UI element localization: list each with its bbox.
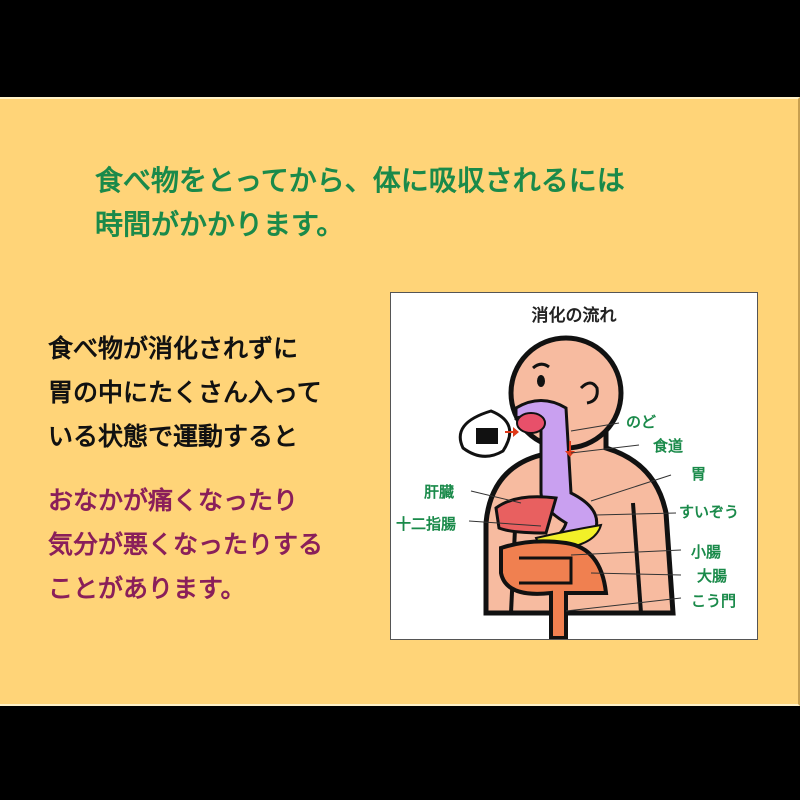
label-large-intestine: 大腸	[697, 567, 728, 585]
warning-line-3: ことがあります。	[48, 574, 246, 603]
warning-line-1: おなかが痛くなったり	[48, 486, 299, 515]
arrow-right-icon	[505, 427, 519, 437]
label-small-intestine: 小腸	[691, 543, 722, 561]
label-esophagus: 食道	[653, 437, 684, 455]
explanation-line-1: 食べ物が消化されずに	[48, 334, 299, 363]
label-throat: のど	[626, 413, 657, 431]
label-pancreas: すいぞう	[679, 503, 740, 521]
explanation-line-3: いる状態で運動すると	[48, 422, 299, 451]
explanation-text: 食べ物が消化されずに 胃の中にたくさん入って いる状態で運動すると	[48, 327, 322, 459]
label-duodenum: 十二指腸	[396, 515, 457, 533]
warning-line-2: 気分が悪くなったりする	[48, 530, 324, 559]
warning-text: おなかが痛くなったり 気分が悪くなったりする ことがあります。	[48, 479, 323, 611]
label-stomach: 胃	[691, 465, 707, 483]
diagram-title: 消化の流れ	[531, 306, 617, 326]
label-liver: 肝臓	[424, 483, 455, 501]
slide-title: 食べ物をとってから、体に吸収されるには 時間がかかります。	[95, 159, 625, 247]
nori-icon	[476, 428, 498, 444]
digestion-diagram: 消化の流れ のど 食道 胃 すいぞう 小腸 大腸 こう門 肝臓 十二指腸	[390, 292, 758, 640]
body-illustration	[458, 335, 682, 639]
label-anus: こう門	[691, 592, 737, 610]
slide: 食べ物をとってから、体に吸収されるには 時間がかかります。 食べ物が消化されずに…	[0, 97, 800, 706]
title-line-2: 時間がかかります。	[95, 208, 345, 241]
title-line-1: 食べ物をとってから、体に吸収されるには	[95, 164, 625, 197]
explanation-line-2: 胃の中にたくさん入って	[48, 378, 322, 407]
